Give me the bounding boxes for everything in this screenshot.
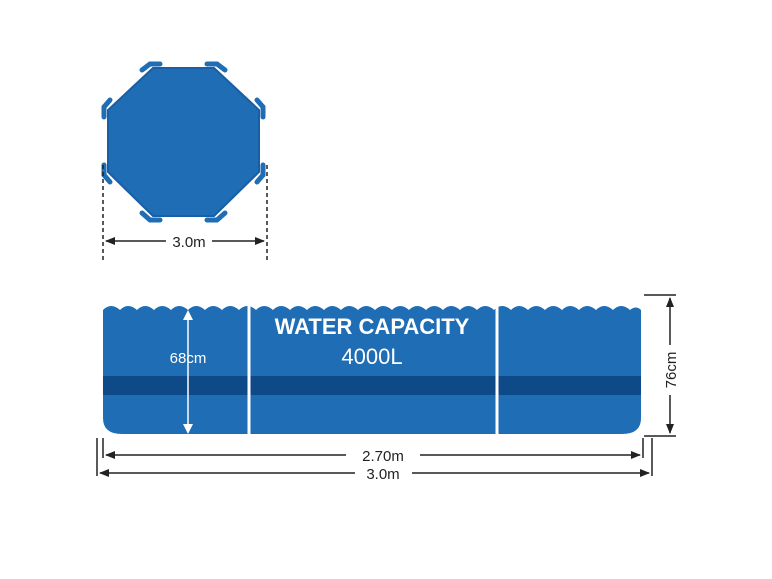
pool-side-dark-band (103, 376, 641, 395)
wall-height-label: 76cm (663, 352, 680, 389)
top-width-label: 3.0m (172, 234, 205, 251)
top-view: 3.0m (101, 61, 268, 260)
water-depth-label: 68cm (170, 350, 207, 367)
water-depth-arrow-top (183, 310, 193, 320)
pool-side-body (103, 306, 641, 434)
inner-length-label: 2.70m (362, 448, 404, 465)
frame-corner-brackets (101, 61, 266, 223)
water-capacity-title: WATER CAPACITY (275, 314, 470, 339)
pool-top-octagon (107, 67, 260, 217)
water-capacity-value: 4000L (341, 344, 402, 369)
side-view: WATER CAPACITY 4000L 68cm 76cm 2.70m 3.0… (96, 294, 680, 483)
water-depth-arrow-bottom (183, 424, 193, 434)
outer-length-label: 3.0m (366, 466, 399, 483)
